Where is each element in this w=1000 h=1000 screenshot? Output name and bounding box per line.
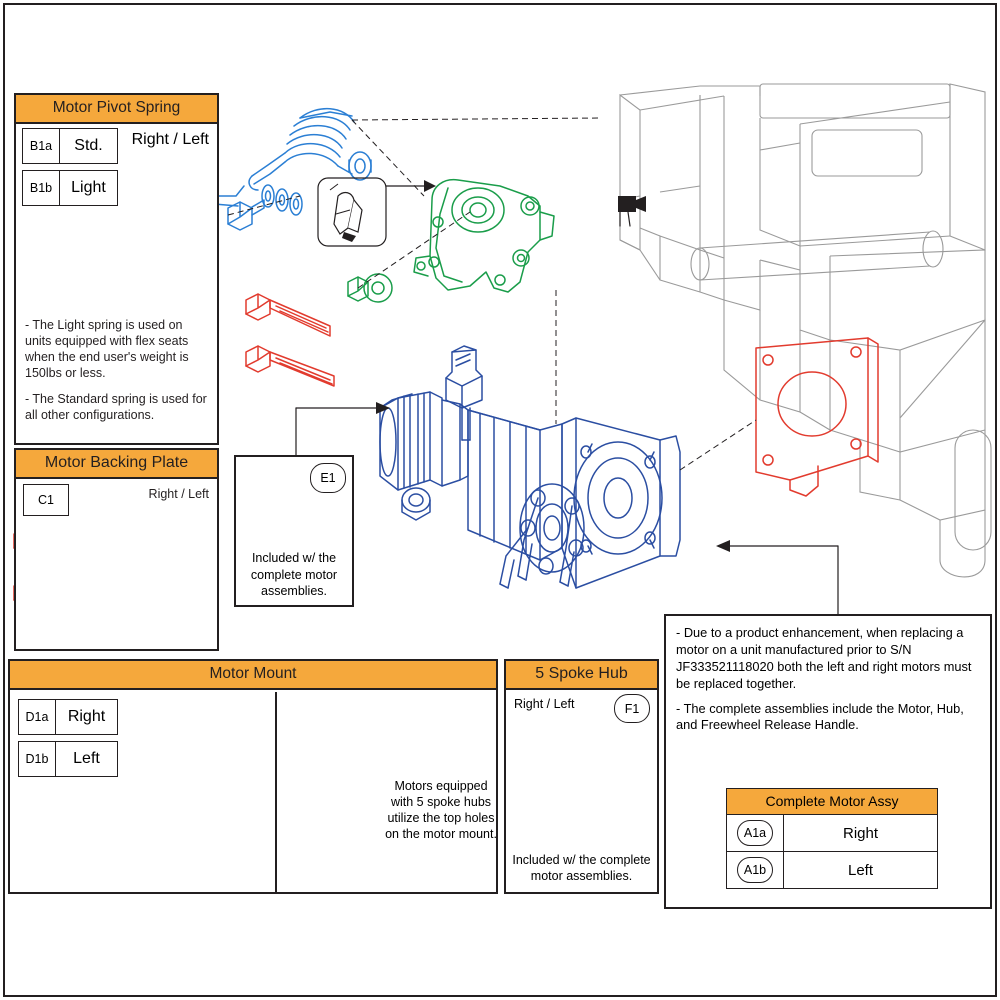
item-id-a1b: A1b [737, 857, 773, 883]
panel-motor-backing-plate: Motor Backing Plate C1 Right / Left [14, 448, 219, 651]
item-id-a1a: A1a [737, 820, 773, 846]
item-value-a1b: Left [847, 861, 874, 879]
item-label-d1b: Left [73, 750, 100, 767]
backing-plate-right-left-label: Right / Left [148, 487, 209, 501]
assy-table-row-a1b[interactable]: A1b Left [727, 852, 937, 888]
panel-motor-mount: Motor Mount D1a Right D1b Left Motors eq… [8, 659, 498, 894]
panel-divider [275, 692, 277, 892]
detail-callout-box [317, 177, 436, 247]
pivot-spring-item-b1a[interactable]: B1a Std. [22, 128, 118, 164]
mount-bolts-red [245, 293, 335, 387]
item-id-d1a: D1a [19, 700, 56, 734]
item-label-b1b: Light [71, 179, 106, 196]
pivot-spring-note-1: - The Light spring is used on units equi… [25, 318, 189, 380]
panel-title-spoke-hub: 5 Spoke Hub [506, 661, 657, 690]
spoke-hub-note: Included w/ the complete motor assemblie… [512, 852, 651, 883]
item-id-f1[interactable]: F1 [614, 694, 650, 723]
item-id-e1[interactable]: E1 [310, 463, 346, 493]
panel-motor-pivot-spring: Motor Pivot Spring Right / Left B1a Std.… [14, 93, 219, 445]
connector-plug [618, 196, 646, 227]
assy-table-title: Complete Motor Assy [727, 789, 937, 815]
item-id-b1b: B1b [23, 171, 60, 205]
item-label-d1a: Right [67, 708, 106, 725]
panel-spoke-hub: 5 Spoke Hub Right / Left F1 Included w/ … [504, 659, 659, 894]
pivot-spring-item-list: B1a Std. B1b Light [22, 128, 118, 212]
motor-mount-item-d1b[interactable]: D1b Left [18, 741, 118, 777]
backing-plate-red-right [679, 337, 879, 497]
motor-body [379, 345, 681, 589]
complete-motor-notes: - Due to a product enhancement, when rep… [676, 625, 980, 742]
item-id-a1b-cell: A1b [727, 852, 784, 888]
pivot-spring-notes: - The Light spring is used on units equi… [25, 317, 210, 423]
panel-title-motor-mount: Motor Mount [10, 661, 496, 690]
assy-table-row-a1a[interactable]: A1a Right [727, 815, 937, 852]
panel-title-pivot-spring: Motor Pivot Spring [16, 95, 217, 124]
chassis-outline [619, 83, 992, 578]
panel-freewheel-handle: E1 Included w/ the complete motor assemb… [234, 455, 354, 607]
motor-mount-note: Motors equipped with 5 spoke hubs utiliz… [385, 779, 497, 841]
complete-motor-note-2: - The complete assemblies include the Mo… [676, 700, 964, 733]
panel-title-backing-plate: Motor Backing Plate [16, 450, 217, 479]
motor-mount-green [347, 178, 555, 303]
item-label-b1a: Std. [74, 137, 103, 154]
item-id-c1[interactable]: C1 [23, 484, 69, 516]
pivot-spring-note-2: - The Standard spring is used for all ot… [25, 392, 207, 422]
panel-complete-motor-note: - Due to a product enhancement, when rep… [664, 614, 992, 909]
complete-motor-assy-table: Complete Motor Assy A1a Right A1b Left [726, 788, 938, 889]
item-value-a1a: Right [842, 824, 879, 842]
item-id-d1b: D1b [19, 742, 56, 776]
freewheel-handle-note: Included w/ the complete motor assemblie… [250, 551, 338, 598]
spoke-hub-right-left-label: Right / Left [514, 697, 575, 711]
backplate-pointer-arrow [716, 540, 839, 615]
motor-mount-item-list: D1a Right D1b Left [18, 699, 118, 783]
item-id-a1a-cell: A1a [727, 815, 784, 851]
motor-mount-item-d1a[interactable]: D1a Right [18, 699, 118, 735]
pivot-spring-item-b1b[interactable]: B1b Light [22, 170, 118, 206]
item-id-b1a: B1a [23, 129, 60, 163]
pivot-spring-right-left-label: Right / Left [131, 131, 209, 148]
complete-motor-note-1: - Due to a product enhancement, when rep… [676, 625, 972, 691]
